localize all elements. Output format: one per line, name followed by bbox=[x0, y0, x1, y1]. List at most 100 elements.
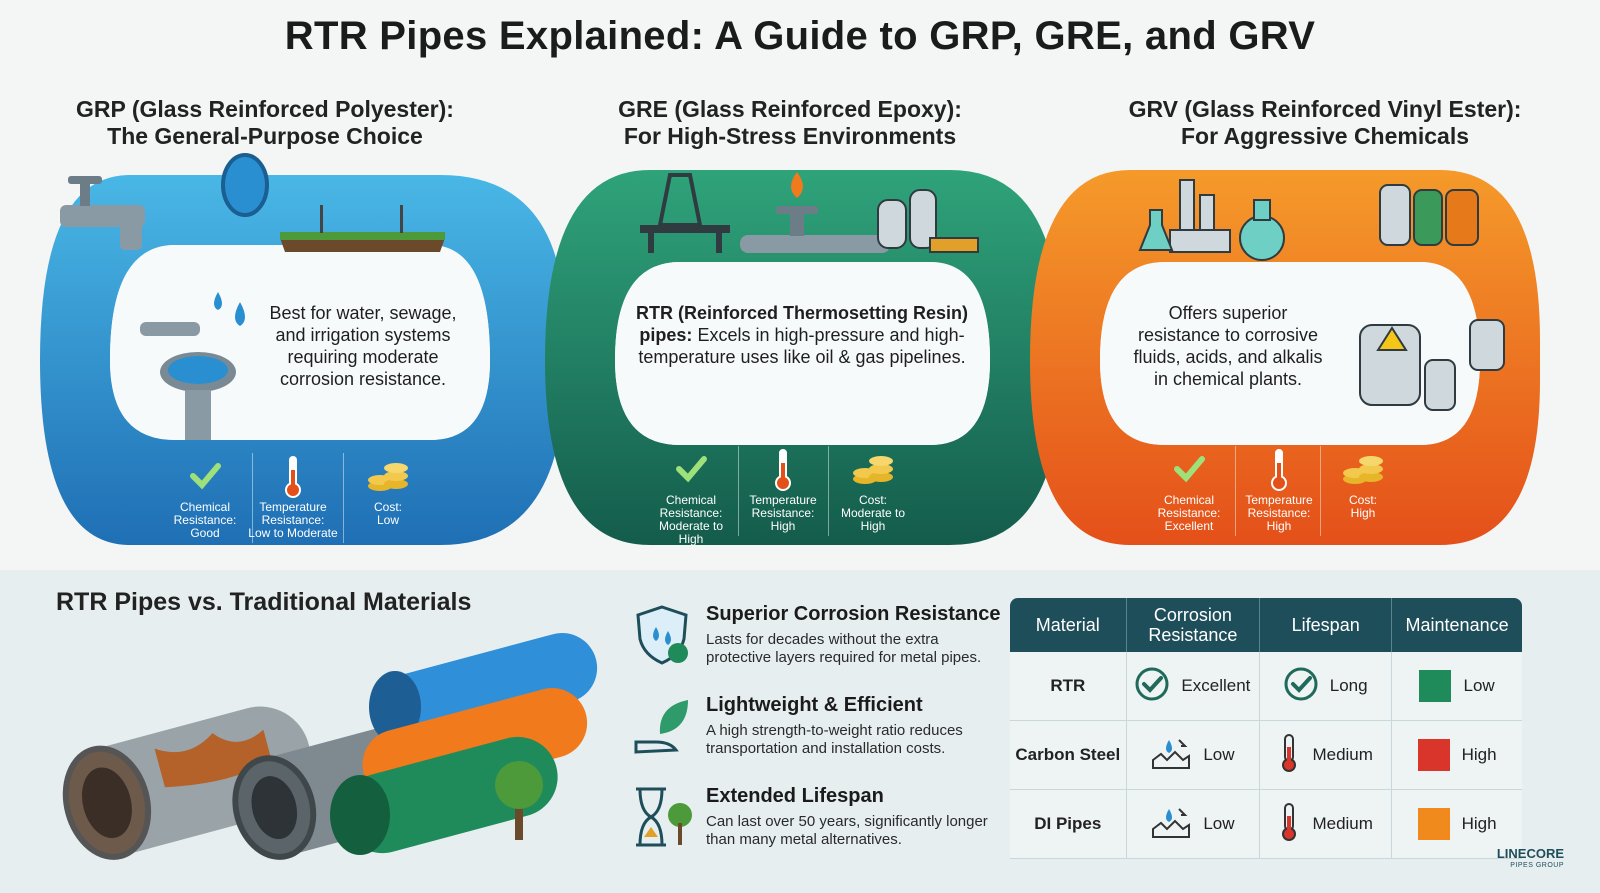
refinery-icon bbox=[877, 189, 979, 253]
check-icon bbox=[1144, 448, 1234, 490]
stat-label: Cost: bbox=[858, 493, 887, 507]
stat-label: Temperature Resistance: bbox=[1245, 493, 1313, 520]
feature-lightweight: Lightweight & Efficient A high strength-… bbox=[630, 694, 990, 764]
stat-label: Chemical Resistance: bbox=[1157, 493, 1221, 520]
water-drops-icon bbox=[214, 292, 245, 326]
maintenance-swatch bbox=[1417, 808, 1450, 840]
header-corrosion: Corrosion Resistance bbox=[1126, 598, 1261, 652]
coins-icon bbox=[828, 448, 918, 490]
stat-label: Chemical Resistance: bbox=[173, 500, 237, 527]
header-material: Material bbox=[1010, 598, 1127, 652]
hourglass-tree-icon bbox=[636, 787, 692, 847]
chemical-tanks-icon bbox=[1359, 184, 1505, 411]
shield-drop-icon bbox=[636, 605, 688, 665]
cell-corrosion: Low bbox=[1126, 721, 1261, 790]
stat-cost-0: Cost:Low bbox=[343, 455, 433, 527]
stat-temperature-1: Temperature Resistance:High bbox=[738, 448, 828, 533]
stat-cost-1: Cost:Moderate to High bbox=[828, 448, 918, 533]
cell-maintenance: Low bbox=[1392, 652, 1522, 721]
stat-temperature-2: Temperature Resistance:High bbox=[1234, 448, 1324, 533]
stat-value: Moderate to High bbox=[840, 506, 906, 533]
stat-value: Low bbox=[376, 513, 399, 527]
corrosion-icon bbox=[1151, 805, 1191, 844]
cell-material: Carbon Steel bbox=[1010, 721, 1127, 790]
gre-pipe-loop bbox=[545, 170, 1060, 545]
pipes-comparison-illustration bbox=[62, 633, 598, 860]
pipe-mouth-icon bbox=[221, 153, 269, 217]
stat-chemical-0: Chemical Resistance:Good bbox=[160, 455, 250, 540]
comparison-title: RTR Pipes vs. Traditional Materials bbox=[56, 588, 472, 616]
stat-value: High bbox=[770, 519, 796, 533]
stat-value: Excellent bbox=[1164, 519, 1214, 533]
stat-divider bbox=[252, 453, 253, 543]
stat-temperature-0: Temperature Resistance:Low to Moderate bbox=[248, 455, 338, 540]
grv-description: Offers superior resistance to corrosive … bbox=[1133, 303, 1323, 389]
flask-icon bbox=[1138, 199, 1285, 261]
feature-corrosion: Superior Corrosion Resistance Lasts for … bbox=[630, 603, 1001, 673]
stat-chemical-2: Chemical Resistance:Excellent bbox=[1144, 448, 1234, 533]
thermometer-icon bbox=[1278, 802, 1300, 847]
leaf-hand-icon bbox=[634, 700, 688, 754]
table-header-row: Material Corrosion Resistance Lifespan M… bbox=[1010, 598, 1522, 652]
cell-corrosion: Excellent bbox=[1126, 652, 1261, 721]
stat-value: High bbox=[1266, 519, 1292, 533]
stat-value: Good bbox=[190, 526, 220, 540]
grv-pipe-loop bbox=[1030, 170, 1540, 545]
coins-icon bbox=[1318, 448, 1408, 490]
stat-divider bbox=[828, 446, 829, 536]
pipe-loops-illustration bbox=[40, 153, 1540, 545]
tree-icon bbox=[495, 761, 543, 840]
gre-description: RTR (Reinforced Thermosetting Resin) pip… bbox=[635, 303, 969, 367]
gre-heading: GRE (Glass Reinforced Epoxy):For High-St… bbox=[618, 96, 962, 149]
drain-icon bbox=[140, 322, 236, 440]
stat-label: Temperature Resistance: bbox=[749, 493, 817, 520]
stat-cost-2: Cost:High bbox=[1318, 448, 1408, 520]
oil-rig-icon bbox=[640, 173, 730, 253]
cell-corrosion: Low bbox=[1126, 790, 1261, 859]
cell-maintenance: High bbox=[1392, 721, 1522, 790]
check-circle-icon bbox=[1284, 667, 1318, 706]
grp-pipe-loop bbox=[40, 175, 565, 545]
irrigation-field-icon bbox=[280, 205, 445, 252]
stat-divider bbox=[738, 446, 739, 536]
cell-material: DI Pipes bbox=[1010, 790, 1127, 859]
cell-lifespan: Medium bbox=[1260, 790, 1393, 859]
stat-divider bbox=[343, 453, 344, 543]
stat-label: Cost: bbox=[373, 500, 402, 514]
stat-divider bbox=[1320, 446, 1321, 536]
maintenance-swatch bbox=[1419, 670, 1452, 702]
coins-icon bbox=[343, 455, 433, 497]
corrosion-icon bbox=[1151, 736, 1191, 775]
page-title: RTR Pipes Explained: A Guide to GRP, GRE… bbox=[284, 14, 1316, 58]
header-lifespan: Lifespan bbox=[1260, 598, 1393, 652]
cell-material: RTR bbox=[1010, 652, 1127, 721]
stat-value: High bbox=[1350, 506, 1376, 520]
stat-label: Chemical Resistance: bbox=[659, 493, 723, 520]
grp-description: Best for water, sewage, and irrigation s… bbox=[269, 303, 457, 389]
stat-value: Low to Moderate bbox=[248, 526, 338, 540]
stat-chemical-1: Chemical Resistance:Moderate to High bbox=[646, 448, 736, 546]
feature-lifespan: Extended Lifespan Can last over 50 years… bbox=[630, 785, 990, 855]
comparison-table: Material Corrosion Resistance Lifespan M… bbox=[1010, 598, 1522, 859]
check-circle-icon bbox=[1135, 667, 1169, 706]
thermometer-icon bbox=[1234, 448, 1324, 491]
stat-label: Cost: bbox=[1348, 493, 1377, 507]
faucet-icon bbox=[60, 176, 145, 250]
thermometer-icon bbox=[248, 455, 338, 498]
stat-divider bbox=[1235, 446, 1236, 536]
stat-value: Moderate to High bbox=[658, 519, 724, 546]
stat-label: Temperature Resistance: bbox=[259, 500, 327, 527]
check-icon bbox=[160, 455, 250, 497]
grv-heading: GRV (Glass Reinforced Vinyl Ester):For A… bbox=[1128, 96, 1522, 149]
cell-lifespan: Medium bbox=[1260, 721, 1393, 790]
factory-icon bbox=[1169, 179, 1231, 253]
check-icon bbox=[646, 448, 736, 490]
maintenance-swatch bbox=[1417, 739, 1450, 771]
pipeline-valve-icon bbox=[740, 172, 890, 253]
thermometer-icon bbox=[1278, 733, 1300, 778]
thermometer-icon bbox=[738, 448, 828, 491]
